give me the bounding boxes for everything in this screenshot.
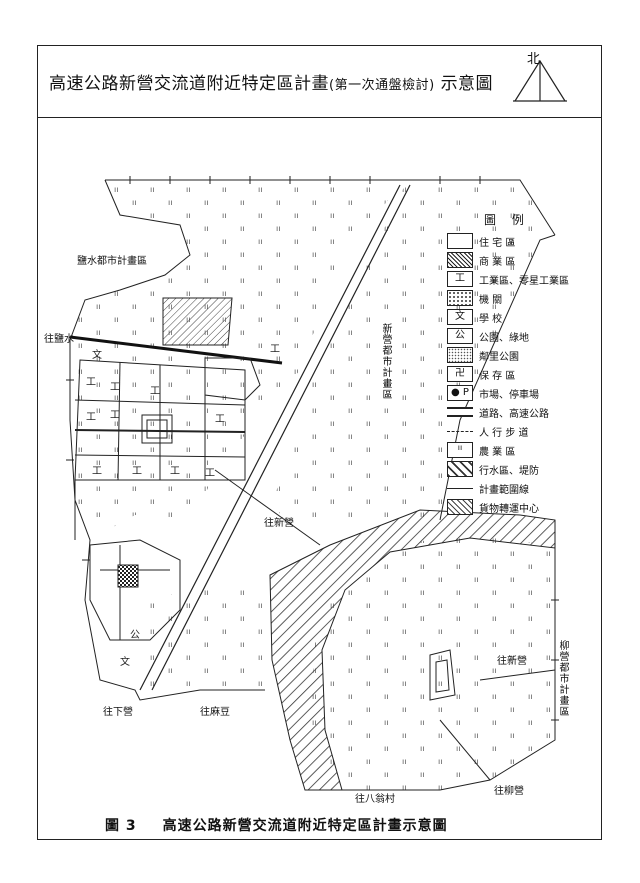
legend-item: 貨物轉運中心	[447, 498, 587, 517]
road-swatch	[447, 407, 473, 417]
agricultural-swatch: ıı	[447, 442, 473, 458]
legend-label: 機 關	[479, 295, 503, 306]
svg-text:工: 工	[110, 410, 120, 421]
legend-label: 道路、高速公路	[479, 409, 549, 420]
svg-text:文: 文	[92, 348, 102, 361]
legend-item: 道路、高速公路	[447, 403, 587, 422]
svg-text:工: 工	[205, 468, 215, 479]
label-to-jiali: 往麻豆	[200, 707, 230, 718]
agricultural-area-south-west	[140, 585, 270, 690]
label-yanshui-plan: 鹽水都市計畫區	[77, 256, 147, 267]
legend-label: 計畫範圍線	[479, 485, 529, 496]
legend-label: 工業區、零星工業區	[479, 276, 569, 287]
label-to-yanshui: 往鹽水	[44, 334, 74, 345]
figure-caption: 圖 3 高速公路新營交流道附近特定區計畫示意圖	[105, 815, 448, 835]
legend-label: 保 存 區	[479, 371, 516, 382]
map-title: 高速公路新營交流道附近特定區計畫(第一次通盤檢討) 示意圖	[49, 69, 493, 94]
legend-item: 住 宅 區	[447, 232, 587, 251]
legend-item: 文 學 校	[447, 308, 587, 327]
svg-text:工: 工	[110, 382, 120, 393]
legend-item: 公 公園、綠地	[447, 327, 587, 346]
highway-line-a	[139, 184, 401, 691]
town-grid	[74, 357, 456, 701]
legend-label: 鄰里公園	[479, 352, 519, 363]
plan-boundary-line	[105, 179, 556, 236]
svg-text:工: 工	[86, 377, 96, 388]
legend-label: 貨物轉運中心	[479, 504, 539, 515]
market-parking-swatch: ● P	[447, 385, 473, 401]
plan-boundary-west	[69, 179, 265, 701]
map-frame	[37, 45, 602, 840]
boundary-ticks	[66, 176, 559, 721]
legend-item: 行水區、堤防	[447, 460, 587, 479]
label-to-liuying: 往柳營	[494, 786, 524, 797]
agricultural-area-east	[270, 180, 555, 520]
agricultural-area-north	[70, 180, 400, 540]
legend-item: 鄰里公園	[447, 346, 587, 365]
label-to-bawengcun: 往八翁村	[355, 794, 395, 805]
legend-label: 學 校	[479, 314, 503, 325]
legend-label: 人 行 步 道	[479, 428, 529, 439]
legend-item: 人 行 步 道	[447, 422, 587, 441]
title-sub: (第一次通盤檢討)	[329, 78, 435, 93]
legend-item: 商 業 區	[447, 251, 587, 270]
commercial-swatch	[447, 252, 473, 268]
label-to-xinying-right: 往新營	[497, 656, 527, 667]
industrial-swatch: 工	[447, 271, 473, 287]
industrial-marks: 工工工 工工工 工工工 工工 文公文	[86, 344, 280, 668]
title-main: 高速公路新營交流道附近特定區計畫	[49, 74, 329, 94]
road-south-east	[439, 719, 491, 781]
preservation-swatch: 卍	[447, 366, 473, 382]
school-swatch: 文	[447, 309, 473, 325]
label-to-xiaying: 往下營	[103, 707, 133, 718]
svg-text:公: 公	[130, 630, 140, 641]
svg-text:文: 文	[120, 655, 130, 668]
neighborhood-park-swatch	[447, 347, 473, 363]
svg-text:工: 工	[132, 466, 142, 477]
agricultural-area-south-east	[310, 535, 555, 790]
legend-item: 機 關	[447, 289, 587, 308]
park-swatch: 公	[447, 328, 473, 344]
caption-text: 高速公路新營交流道附近特定區計畫示意圖	[162, 818, 448, 834]
svg-text:工: 工	[92, 466, 102, 477]
label-xinying-plan: 新營都市計畫區	[380, 323, 391, 400]
legend-item: ıı 農 業 區	[447, 441, 587, 460]
legend-label: 公園、綠地	[479, 333, 529, 344]
freight-center-area	[162, 297, 233, 346]
highway-line-b	[151, 184, 411, 691]
legend-item: 卍 保 存 區	[447, 365, 587, 384]
title-row: 高速公路新營交流道附近特定區計畫(第一次通盤檢討) 示意圖	[37, 45, 602, 118]
road-east	[479, 669, 556, 681]
legend-item: 工 工業區、零星工業區	[447, 270, 587, 289]
road-to-yanshui	[69, 335, 283, 365]
boundary-swatch	[447, 488, 473, 489]
residential-swatch	[447, 233, 473, 249]
footpath-swatch	[447, 431, 473, 432]
title-suffix: 示意圖	[440, 74, 494, 94]
legend-label: 市場、停車場	[479, 390, 539, 401]
legend-label: 商 業 區	[479, 257, 516, 268]
legend-title: 圖 例	[484, 213, 530, 227]
svg-text:工: 工	[150, 386, 160, 397]
svg-text:工: 工	[270, 344, 280, 355]
north-label: 北	[527, 52, 541, 67]
figure-number: 圖 3	[105, 818, 137, 834]
legend-label: 農 業 區	[479, 447, 516, 458]
road-to-xinying	[214, 469, 321, 546]
north-arrow-icon	[513, 59, 567, 102]
svg-text:工: 工	[215, 414, 225, 425]
government-swatch	[447, 290, 473, 306]
svg-text:工: 工	[170, 466, 180, 477]
legend-label: 住 宅 區	[479, 238, 516, 249]
label-to-xinying-mid: 往新營	[264, 518, 294, 529]
riverway-swatch	[447, 461, 473, 477]
freight-swatch	[447, 499, 473, 515]
legend-item: 計畫範圍線	[447, 479, 587, 498]
svg-text:工: 工	[86, 412, 96, 423]
label-liuying-plan: 柳營都市計畫區	[557, 640, 568, 717]
legend-item: ● P 市場、停車場	[447, 384, 587, 403]
legend-label: 行水區、堤防	[479, 466, 539, 477]
